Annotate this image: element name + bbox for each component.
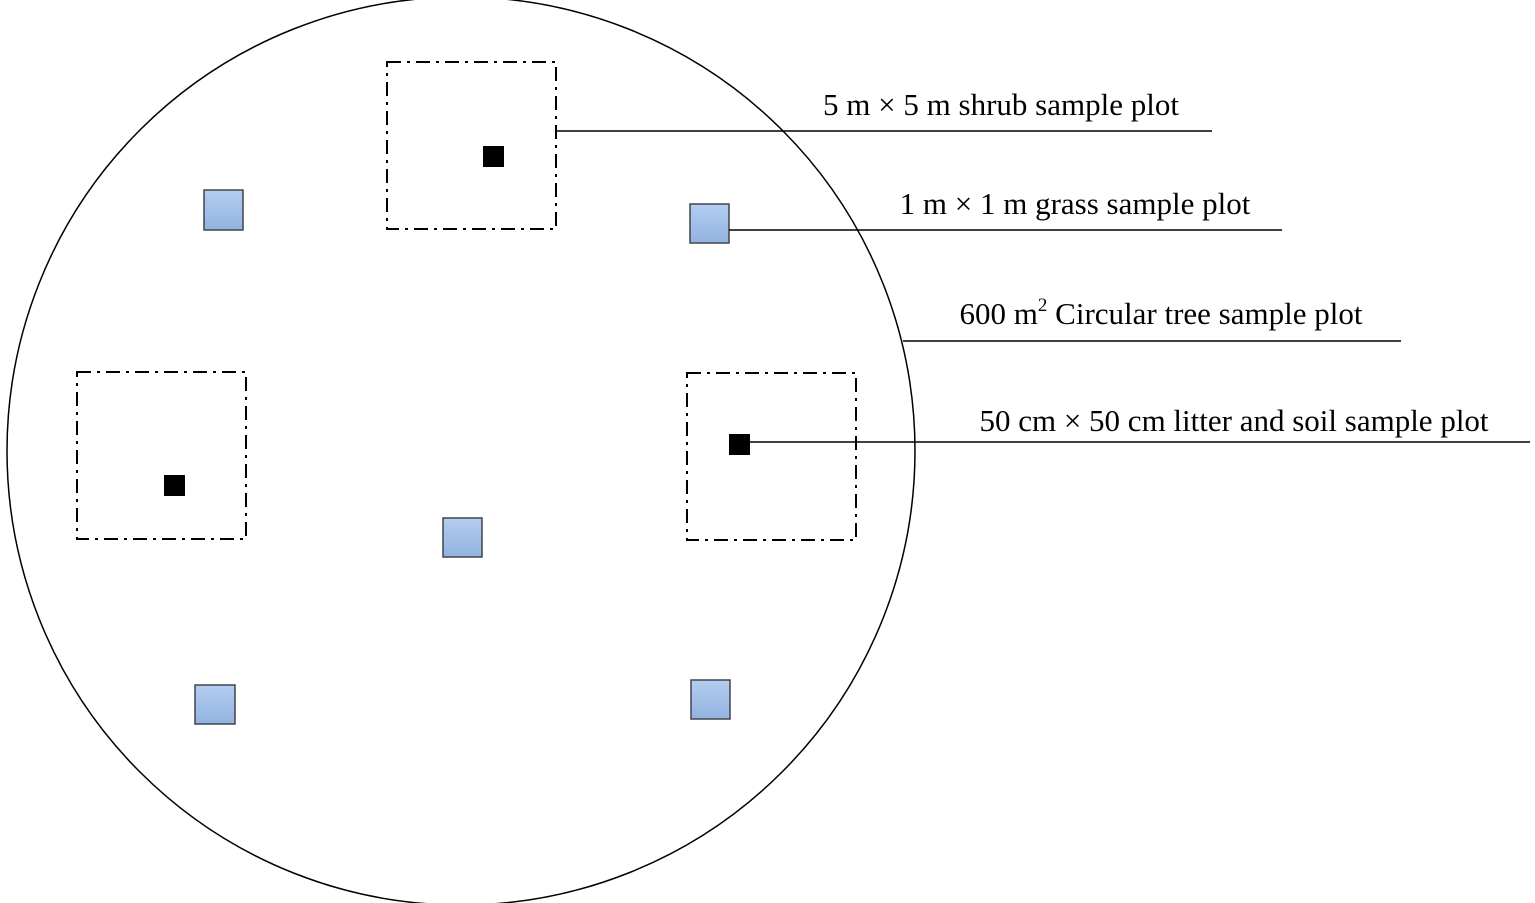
grass-plot-3 — [442, 517, 483, 558]
tree-plot-label-prefix: 600 m — [960, 296, 1038, 331]
tree-plot-label-superscript: 2 — [1038, 295, 1048, 316]
shrub-plot-left — [76, 371, 247, 540]
grass-plot-2 — [689, 203, 730, 244]
grass-plot-1 — [203, 189, 244, 231]
litter-plot-top — [483, 146, 504, 167]
litter-plot-label: 50 cm × 50 cm litter and soil sample plo… — [979, 403, 1488, 438]
tree-plot-label: 600 m2 Circular tree sample plot — [960, 295, 1363, 331]
tree-plot-label-suffix: Circular tree sample plot — [1047, 296, 1362, 331]
shrub-plot-right — [686, 372, 857, 541]
litter-plot-right — [729, 434, 750, 455]
circular-tree-plot — [6, 0, 916, 903]
shrub-plot-label: 5 m × 5 m shrub sample plot — [823, 87, 1179, 122]
grass-plot-5 — [690, 679, 731, 720]
grass-plot-label: 1 m × 1 m grass sample plot — [900, 186, 1251, 221]
grass-plot-4 — [194, 684, 236, 725]
shrub-plot-top — [386, 61, 557, 230]
litter-plot-left — [164, 475, 185, 496]
